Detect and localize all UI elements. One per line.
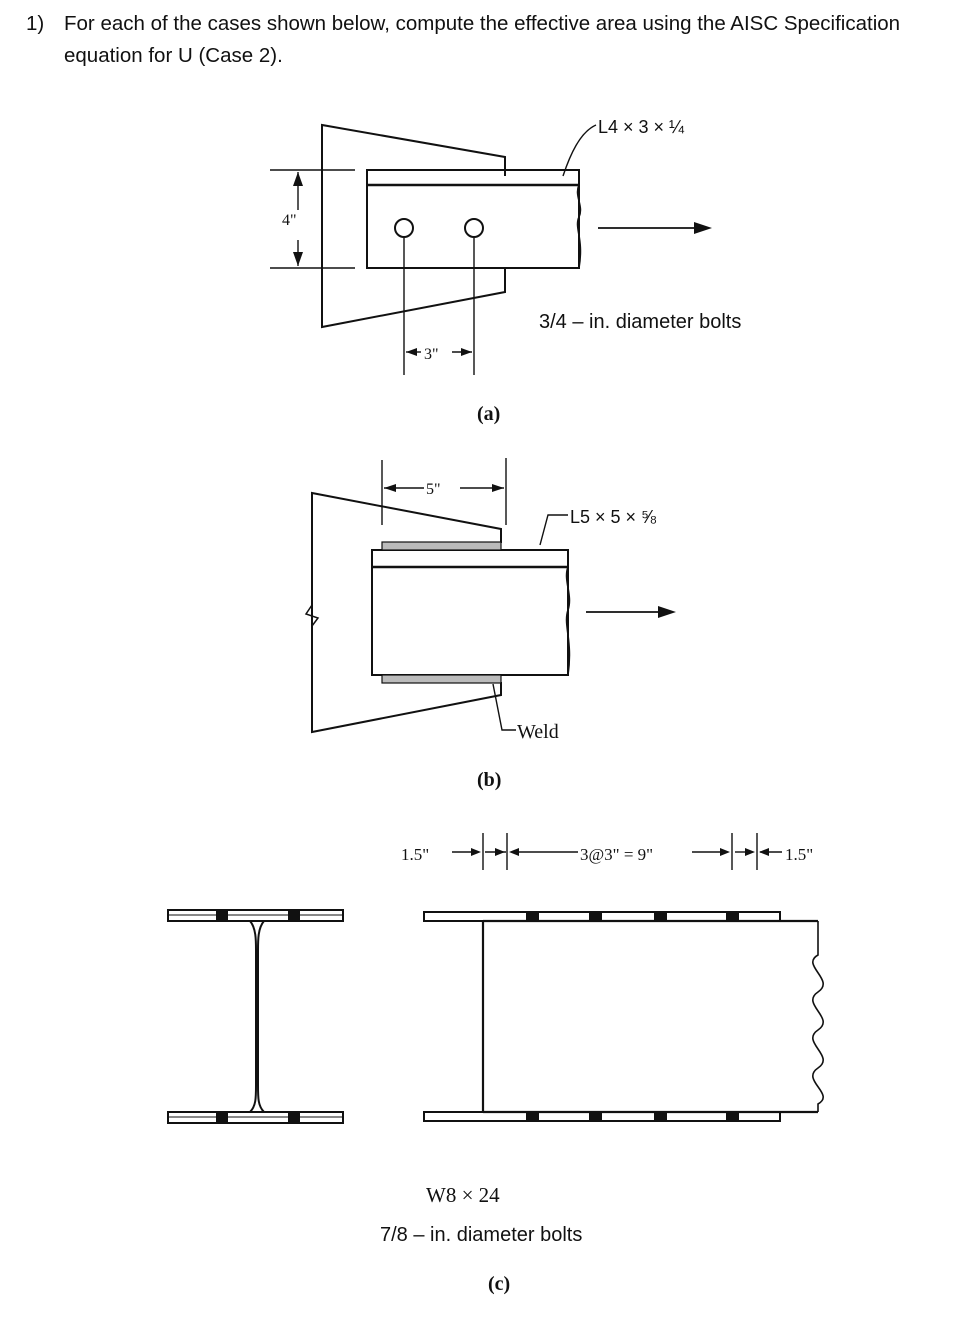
bolt-note-a: 3/4 – in. diameter bolts: [539, 311, 741, 333]
angle-label-b: L5 × 5 × ⅝: [570, 507, 657, 527]
question-number: 1): [26, 12, 45, 35]
bolt-hole: [394, 218, 414, 238]
gusset-plate-b: [311, 491, 502, 734]
question-text-line-1: For each of the cases shown below, compu…: [64, 12, 901, 35]
dim-weld-length-b: 5": [426, 481, 441, 498]
bolt-hole: [464, 218, 484, 238]
dim-leg-a: 4": [282, 212, 297, 229]
w-section-end-view: [167, 909, 344, 1124]
bolt-note-c: 7/8 – in. diameter bolts: [380, 1224, 582, 1246]
caption-c: (c): [488, 1273, 510, 1295]
weld-label-b: Weld: [517, 721, 559, 743]
section-label-c: W8 × 24: [426, 1183, 500, 1207]
angle-label-a: L4 × 3 × ¼: [598, 117, 685, 137]
question-text-line-2: equation for U (Case 2).: [64, 44, 283, 67]
figure-c: [167, 833, 824, 1124]
caption-b: (b): [477, 769, 501, 791]
gusset-plate-a: [321, 123, 506, 329]
dim-left-edge-c: 1.5": [401, 845, 429, 864]
w-section-side-view: [423, 911, 824, 1122]
angle-b: [371, 549, 569, 676]
dim-spacing-a: 3": [424, 346, 439, 363]
figure-b: [304, 458, 676, 734]
caption-a: (a): [477, 403, 500, 425]
dim-right-edge-c: 1.5": [785, 845, 813, 864]
figure-a: [270, 123, 712, 375]
dim-spacing-c: 3@3" = 9": [580, 845, 653, 864]
weld-bottom: [381, 674, 502, 684]
weld-top: [381, 541, 502, 551]
